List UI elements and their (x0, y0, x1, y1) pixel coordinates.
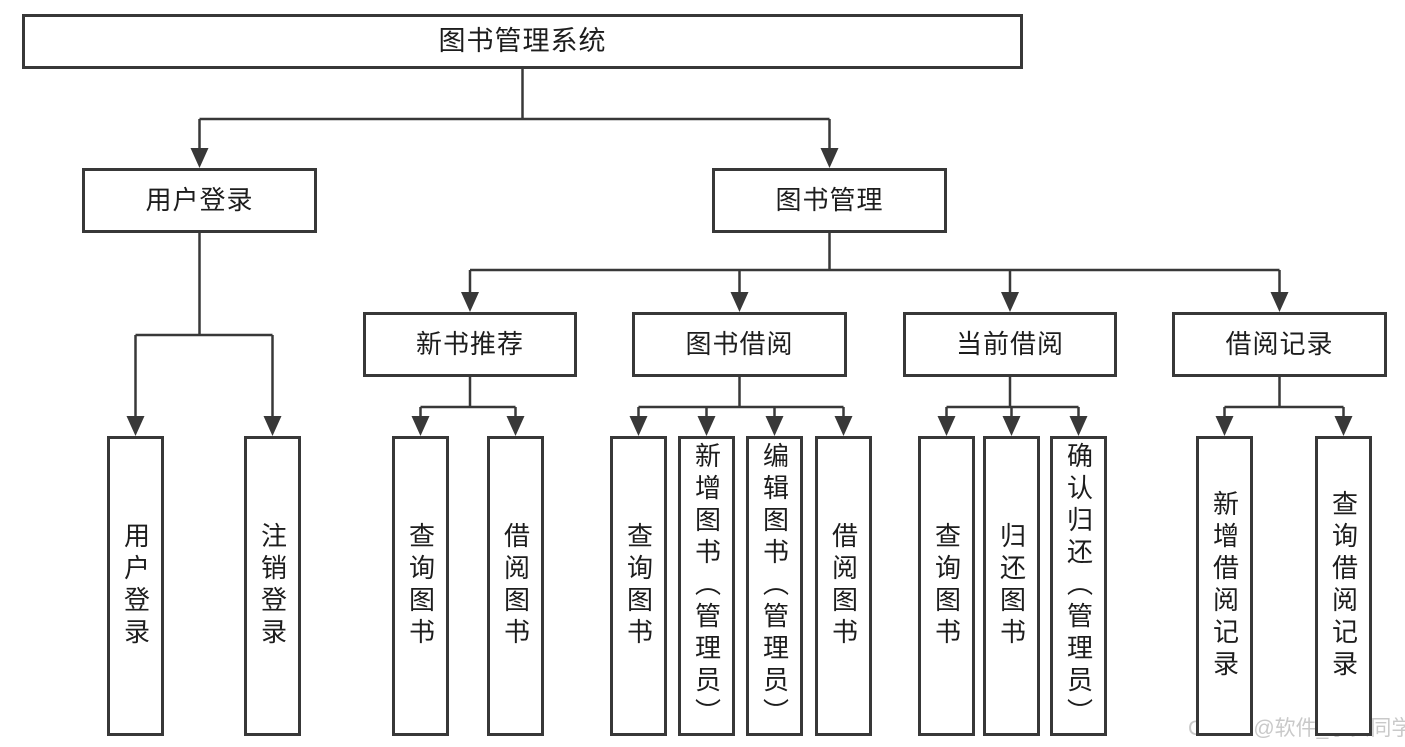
diagram-node-leaf-edit-books-admin: 编辑图书（管理员） (746, 436, 803, 736)
diagram-node-book-borrow: 图书借阅 (632, 312, 847, 377)
node-label: 新增图书（管理员） (691, 442, 722, 730)
node-label: 查询图书 (623, 522, 654, 650)
node-label: 确认归还（管理员） (1063, 442, 1094, 730)
node-label: 用户登录 (145, 184, 254, 215)
arrowheads (126, 148, 1353, 436)
node-label: 当前借阅 (955, 328, 1064, 359)
diagram-node-leaf-confirm-return-admin: 确认归还（管理员） (1050, 436, 1107, 736)
diagram-node-leaf-current-query-books: 查询图书 (918, 436, 975, 736)
diagram-node-leaf-query-borrow-record: 查询借阅记录 (1315, 436, 1372, 736)
node-label: 查询借阅记录 (1328, 490, 1359, 682)
diagram-node-leaf-recommend-query-books: 查询图书 (392, 436, 449, 736)
diagram-node-leaf-borrow-query-books: 查询图书 (610, 436, 667, 736)
diagram-node-leaf-logout: 注销登录 (244, 436, 301, 736)
diagram-node-leaf-add-books-admin: 新增图书（管理员） (678, 436, 735, 736)
node-label: 借阅图书 (500, 522, 531, 650)
diagram-node-book-management: 图书管理 (712, 168, 947, 233)
node-label: 借阅图书 (828, 522, 859, 650)
node-label: 借阅记录 (1225, 328, 1334, 359)
node-label: 图书管理系统 (438, 26, 607, 57)
node-label: 查询图书 (405, 522, 436, 650)
diagram-node-current-borrow: 当前借阅 (903, 312, 1117, 377)
diagram-node-borrow-records: 借阅记录 (1172, 312, 1387, 377)
diagram-node-root: 图书管理系统 (22, 14, 1023, 69)
connector-path (134, 69, 1345, 422)
node-label: 归还图书 (996, 522, 1027, 650)
node-label: 新书推荐 (415, 328, 524, 359)
node-label: 图书借阅 (685, 328, 794, 359)
node-label: 用户登录 (120, 522, 151, 650)
node-label: 查询图书 (931, 522, 962, 650)
diagram-node-new-book-recommend: 新书推荐 (363, 312, 577, 377)
diagram-node-leaf-user-login: 用户登录 (107, 436, 164, 736)
diagram-node-leaf-recommend-borrow-books: 借阅图书 (487, 436, 544, 736)
node-label: 注销登录 (257, 522, 288, 650)
diagram-node-user-login: 用户登录 (82, 168, 317, 233)
node-label: 新增借阅记录 (1209, 490, 1240, 682)
diagram-node-leaf-add-borrow-record: 新增借阅记录 (1196, 436, 1253, 736)
node-label: 图书管理 (775, 184, 884, 215)
node-label: 编辑图书（管理员） (759, 442, 790, 730)
diagram-node-leaf-return-books: 归还图书 (983, 436, 1040, 736)
diagram-node-leaf-borrow-borrow-books: 借阅图书 (815, 436, 872, 736)
